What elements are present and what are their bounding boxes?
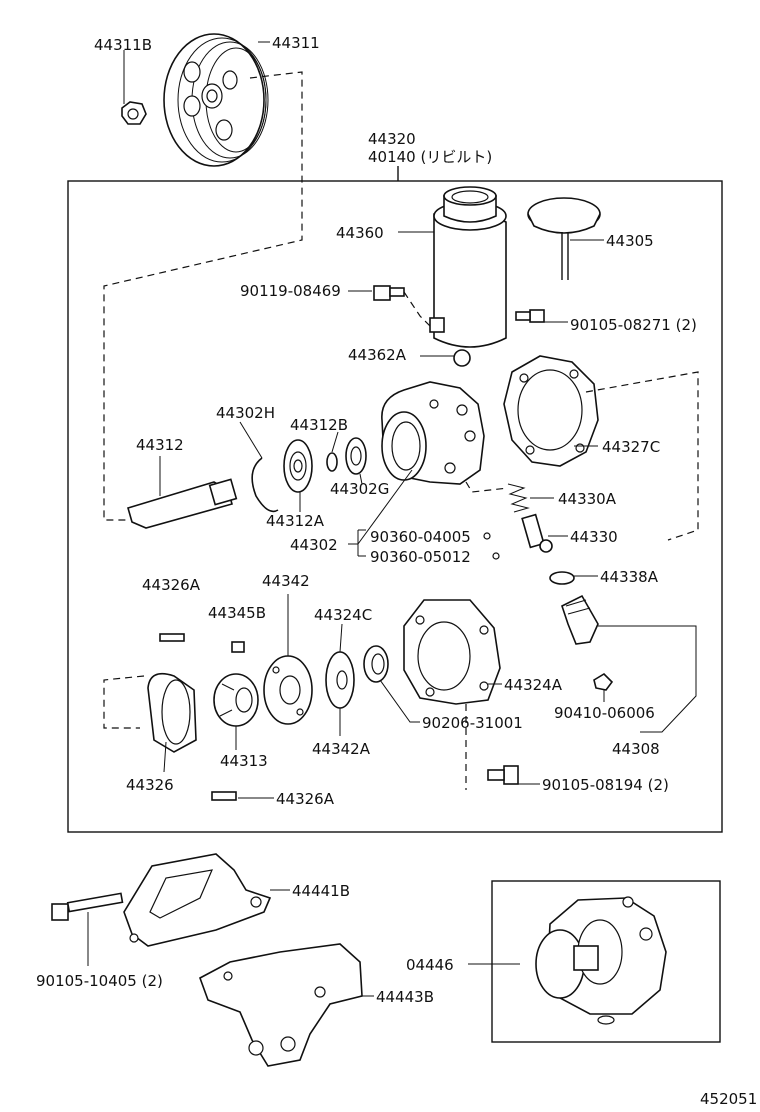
assembly-frame xyxy=(67,180,723,833)
label-90105-08194: 90105-08194 (2) xyxy=(542,776,669,794)
label-44326A-top: 44326A xyxy=(142,576,201,594)
label-44360: 44360 xyxy=(336,224,384,242)
label-90360-05012: 90360-05012 xyxy=(370,548,471,566)
cover-44324A[interactable] xyxy=(403,599,501,705)
seal-44302G[interactable] xyxy=(345,437,367,475)
bolt-90105-08194[interactable] xyxy=(487,765,519,785)
oring-44338A[interactable] xyxy=(549,571,575,585)
bearing-44312A[interactable] xyxy=(283,439,313,493)
diagram-id: 452051 xyxy=(700,1090,757,1108)
label-44312: 44312 xyxy=(136,436,184,454)
snap-ring-90206-31001[interactable] xyxy=(363,645,389,683)
snap-ring-44302H[interactable] xyxy=(251,457,279,513)
label-44327C: 44327C xyxy=(602,438,660,456)
bracket-44443B[interactable] xyxy=(199,943,363,1067)
pulley-44311[interactable] xyxy=(163,33,269,167)
label-44441B: 44441B xyxy=(292,882,350,900)
label-44302: 44302 xyxy=(290,536,338,554)
label-40140: 40140 (リビルト) xyxy=(368,148,492,166)
pump-housing-44302[interactable] xyxy=(381,381,485,485)
bolt-90105-10405[interactable] xyxy=(51,892,124,921)
union-44308[interactable] xyxy=(561,594,599,645)
cam-ring-44326[interactable] xyxy=(147,672,197,753)
label-90410-06006: 90410-06006 xyxy=(554,704,655,722)
spring-44330A[interactable] xyxy=(507,483,530,513)
label-04446: 04446 xyxy=(406,956,454,974)
label-44324A: 44324A xyxy=(504,676,563,694)
label-44308: 44308 xyxy=(612,740,660,758)
vane-44345B[interactable] xyxy=(231,641,245,653)
kit-04446[interactable] xyxy=(535,896,667,1025)
label-44330A: 44330A xyxy=(558,490,617,508)
bolt-90105-08271[interactable] xyxy=(515,309,545,323)
label-44326: 44326 xyxy=(126,776,174,794)
shaft-44312[interactable] xyxy=(127,478,238,529)
label-44311: 44311 xyxy=(272,34,320,52)
label-90105-10405: 90105-10405 (2) xyxy=(36,972,163,990)
washer-44342A[interactable] xyxy=(325,651,355,709)
ring-44312B[interactable] xyxy=(326,452,338,472)
bolt-90119-08469[interactable] xyxy=(373,285,405,301)
label-44324C: 44324C xyxy=(314,606,372,624)
label-90119-08469: 90119-08469 xyxy=(240,282,341,300)
label-44330: 44330 xyxy=(570,528,618,546)
label-90105-08271: 90105-08271 (2) xyxy=(570,316,697,334)
pin-44326A-bottom[interactable] xyxy=(211,791,237,801)
valve-44330[interactable] xyxy=(521,513,553,553)
oring-44362A[interactable] xyxy=(453,349,471,367)
nut-44311B[interactable] xyxy=(121,101,147,125)
label-44312B: 44312B xyxy=(290,416,348,434)
label-44302H: 44302H xyxy=(216,404,275,422)
bracket-44441B[interactable] xyxy=(123,853,272,947)
label-90360-04005: 90360-04005 xyxy=(370,528,471,546)
label-44305: 44305 xyxy=(606,232,654,250)
label-44326A-bottom: 44326A xyxy=(276,790,335,808)
label-44302G: 44302G xyxy=(330,480,389,498)
label-44320: 44320 xyxy=(368,130,416,148)
plate-44327C[interactable] xyxy=(503,355,599,467)
label-44342A: 44342A xyxy=(312,740,371,758)
gasket-90410-06006[interactable] xyxy=(593,672,614,691)
label-44312A: 44312A xyxy=(266,512,325,530)
screws-90360[interactable] xyxy=(483,532,500,560)
label-44313: 44313 xyxy=(220,752,268,770)
reservoir-44360[interactable] xyxy=(429,186,507,348)
label-44345B: 44345B xyxy=(208,604,266,622)
plate-44342[interactable] xyxy=(263,655,313,725)
label-44311B: 44311B xyxy=(94,36,152,54)
pin-44326A-top[interactable] xyxy=(159,633,185,642)
kit-frame xyxy=(491,880,721,1043)
cap-44305[interactable] xyxy=(527,197,601,280)
label-44338A: 44338A xyxy=(600,568,659,586)
label-44342: 44342 xyxy=(262,572,310,590)
label-44443B: 44443B xyxy=(376,988,434,1006)
label-44362A: 44362A xyxy=(348,346,407,364)
label-90206-31001: 90206-31001 xyxy=(422,714,523,732)
rotor-44313[interactable] xyxy=(213,673,259,727)
